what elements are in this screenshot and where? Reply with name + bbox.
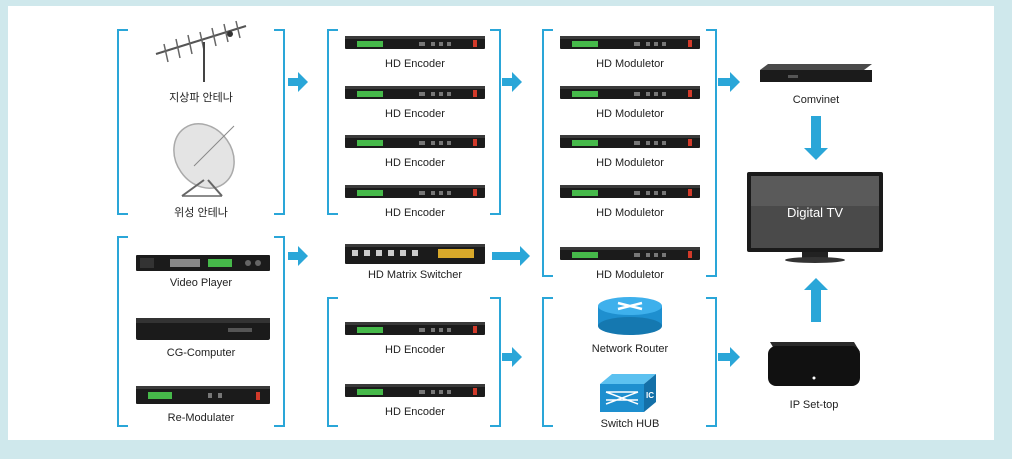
re-modulater-device [136,386,270,404]
antenna-group-right-bracket [274,29,285,215]
hd-encoder-label: HD Encoder [385,344,445,356]
satellite-dish-icon [173,123,235,197]
digital-tv-device [747,172,883,263]
network-group-right-bracket [706,297,717,427]
video-player-label: Video Player [170,277,233,289]
satellite-antenna-label: 위성 안테나 [174,206,228,219]
arrow-settop-to-tv [804,278,828,322]
media-group-left-bracket [117,236,128,427]
comvinet-device [760,64,872,82]
hd-encoder-device [345,384,485,397]
hd-encoder-device [345,86,485,99]
digital-tv-label: Digital TV [787,205,843,220]
switch-hub-icon: IC [600,374,656,412]
switch-hub-logo-text: IC [646,391,654,400]
arrow-encoders-to-modulators [502,72,522,92]
encoder-group-bottom-left-bracket [327,297,338,427]
cg-computer-label: CG-Computer [167,347,236,359]
media-group-right-bracket [274,236,285,427]
modulator-group-left-bracket [542,29,553,277]
encoder-group-bottom-right-bracket [490,297,501,427]
antenna-group-left-bracket [117,29,128,215]
switch-hub-label: Switch HUB [601,418,660,430]
hd-encoder-device [345,185,485,198]
hd-encoder-label: HD Encoder [385,157,445,169]
hd-modulator-label: HD Moduletor [596,269,664,281]
cg-computer-device [136,318,270,340]
video-player-device [136,255,270,271]
hd-encoder-label: HD Encoder [385,108,445,120]
ip-settop-label: IP Set-top [790,399,839,411]
hd-modulator-device [560,247,700,260]
hd-modulator-label: HD Moduletor [596,108,664,120]
hd-encoder-label: HD Encoder [385,406,445,418]
broadcast-system-diagram: 지상파 안테나 위성 안테나 Video Player CG-Computer … [117,20,883,430]
re-modulater-label: Re-Modulater [168,412,235,424]
arrow-modulators-to-combiner [718,72,740,92]
terrestrial-antenna-icon [155,20,247,82]
arrow-combiner-to-tv [804,116,828,160]
hd-encoder-device [345,135,485,148]
comvinet-label: Comvinet [793,94,839,106]
hd-matrix-switcher-device [345,244,485,264]
hd-modulator-device [560,86,700,99]
hd-encoder-device [345,322,485,335]
arrow-encoders-to-network [502,347,522,367]
network-router-label: Network Router [592,343,669,355]
hd-matrix-switcher-label: HD Matrix Switcher [368,269,462,281]
ip-settop-device [768,342,860,386]
hd-encoder-label: HD Encoder [385,207,445,219]
hd-modulator-label: HD Moduletor [596,58,664,70]
hd-encoder-label: HD Encoder [385,58,445,70]
encoder-group-top-right-bracket [490,29,501,215]
hd-modulator-device [560,36,700,49]
hd-modulator-device [560,135,700,148]
diagram-frame: 지상파 안테나 위성 안테나 Video Player CG-Computer … [8,6,994,440]
hd-modulator-label: HD Moduletor [596,157,664,169]
network-router-icon [598,297,662,335]
terrestrial-antenna-label: 지상파 안테나 [169,91,233,104]
network-group-left-bracket [542,297,553,427]
arrow-network-to-settop [718,347,740,367]
encoder-group-top-left-bracket [327,29,338,215]
arrow-media-to-matrix [288,246,308,266]
hd-modulator-device [560,185,700,198]
arrow-matrix-to-modulators [492,246,530,266]
hd-encoder-device [345,36,485,49]
modulator-group-right-bracket [706,29,717,277]
arrow-antennas-to-encoders [288,72,308,92]
hd-modulator-label: HD Moduletor [596,207,664,219]
